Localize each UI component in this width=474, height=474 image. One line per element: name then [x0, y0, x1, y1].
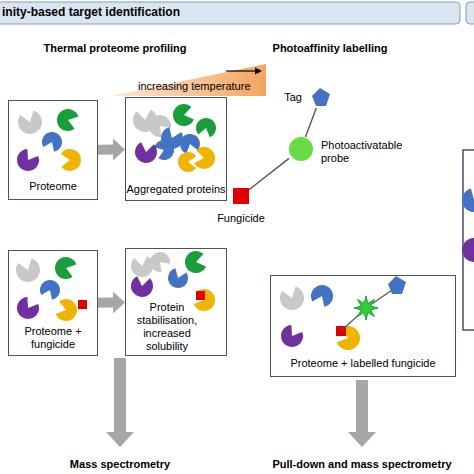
process-box: Proteome [8, 100, 98, 200]
protein-shape [56, 299, 77, 321]
temperature-arrow [226, 70, 258, 71]
protein-shape [150, 252, 170, 272]
protein-shape [462, 188, 474, 212]
cropped-box [463, 150, 474, 330]
tag-shape [388, 276, 406, 294]
temperature-arrowhead [255, 68, 262, 75]
node-text: Aggregated proteins [126, 183, 226, 196]
section-heading: Thermal proteome profiling [30, 42, 200, 55]
protein-shape [40, 280, 60, 300]
linker-line [249, 158, 289, 189]
node-shape [233, 188, 249, 204]
down-arrow [348, 380, 376, 447]
probe-circle-shape [289, 137, 313, 161]
linker-line [305, 108, 316, 137]
method-label: Mass spectrometry [50, 458, 190, 471]
protein-shape [131, 256, 153, 277]
protein-shape [131, 276, 153, 297]
node-text: Fungicide [201, 212, 281, 225]
tag-shape [312, 88, 330, 106]
fungicide-node: Fungicide [233, 188, 249, 204]
fungicide-square [233, 188, 249, 204]
protein-shape [42, 132, 62, 152]
protein-shape [178, 152, 196, 172]
node-text: Proteome [9, 180, 97, 193]
protein-shape [337, 326, 360, 350]
process-box: Proteome + fungicide [8, 250, 98, 356]
probe-circle: Photoactivatable probe [289, 137, 313, 161]
block-arrow [98, 292, 125, 314]
activated-probe-star [354, 296, 378, 320]
protein-shape [17, 149, 39, 171]
node-text: Proteome + fungicide [11, 325, 95, 351]
protein-shape [194, 289, 215, 311]
block-arrow [98, 139, 125, 161]
process-box: Proteome + labelled fungicide [270, 275, 456, 377]
header-band [466, 2, 474, 24]
node-text: Photoactivatable probe [321, 139, 401, 165]
method-label: Pull-down and mass spectrometry [272, 458, 452, 471]
probe-linker [341, 290, 392, 331]
protein-shape [135, 142, 157, 163]
protein-shape [18, 111, 42, 134]
process-box: Protein stabilisation, increased solubil… [125, 248, 227, 356]
node-shape [310, 88, 330, 108]
section-heading: Photoaffinity labelling [255, 42, 405, 55]
protein-shape [462, 238, 474, 262]
protein-shape [17, 297, 39, 319]
protein-shape [194, 147, 215, 169]
protein-shape [196, 118, 216, 137]
node-text: Tag [284, 91, 302, 104]
protein-shape [281, 325, 303, 347]
fungicide-square [196, 291, 205, 300]
protein-shape [57, 109, 78, 131]
protein-shape [311, 285, 333, 307]
protein-shape [280, 287, 304, 310]
protein-shape [154, 140, 174, 160]
node-text: Proteome + labelled fungicide [271, 357, 455, 370]
node-text: Protein stabilisation, increased solubil… [130, 301, 204, 353]
protein-shape [61, 149, 81, 171]
protein-shape [55, 257, 76, 279]
protein-shape [168, 268, 188, 288]
fungicide-square [78, 300, 87, 309]
node-shape [289, 137, 313, 161]
protein-shape [16, 259, 40, 282]
header-band [0, 2, 460, 24]
header-title: inity-based target identification [2, 6, 180, 19]
tag-node: Tag [310, 88, 330, 108]
down-arrow [106, 358, 134, 447]
axis-note: increasing temperature [138, 80, 268, 93]
protein-shape [173, 104, 194, 126]
protein-shape [185, 251, 206, 273]
process-box: Aggregated proteins [125, 97, 227, 201]
